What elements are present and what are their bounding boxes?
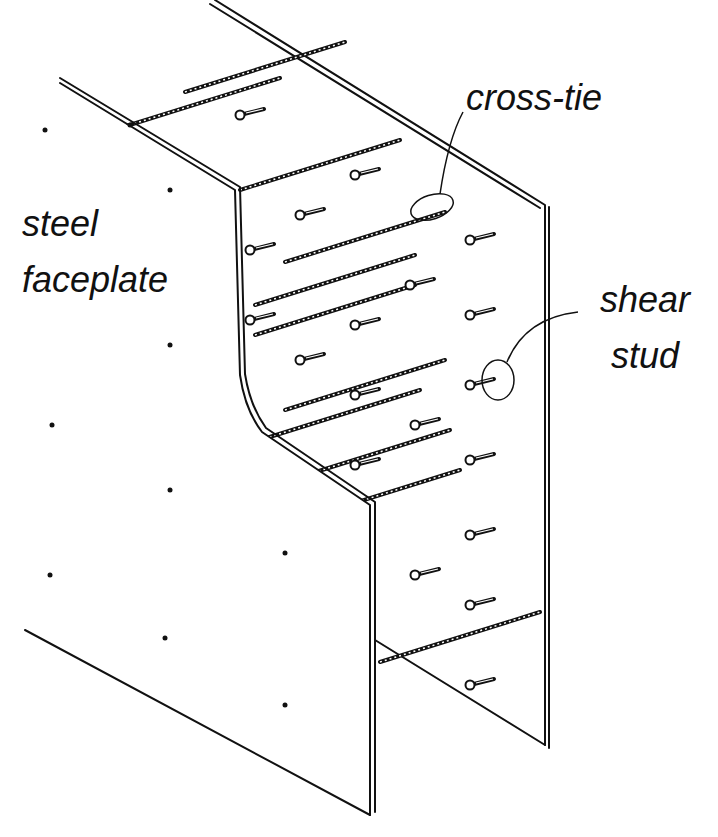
shear-stud <box>296 354 325 365</box>
shear-stud <box>351 319 380 330</box>
leader-line <box>507 312 578 362</box>
shear-stud <box>466 234 495 245</box>
shear-stud <box>351 459 380 470</box>
shear-stud <box>411 419 440 430</box>
shear-stud <box>411 569 440 580</box>
cross-tie <box>240 140 400 190</box>
shear-stud <box>351 169 380 180</box>
shear-stud <box>466 679 495 690</box>
callout-circle <box>407 189 456 225</box>
part-label: shear stud <box>578 272 712 384</box>
part-label: steel faceplate <box>22 196 217 308</box>
front-faceplate <box>20 60 370 820</box>
back-faceplate-edge <box>548 207 550 748</box>
shear-stud <box>466 529 495 540</box>
shear-stud <box>246 314 275 325</box>
part-label: cross-tie <box>466 70 666 126</box>
shear-stud <box>236 109 265 120</box>
cross-tie <box>380 612 540 662</box>
leader-line <box>440 112 463 194</box>
cross-tie <box>185 42 345 92</box>
shear-stud <box>466 454 495 465</box>
front-faceplate-edge <box>60 83 370 815</box>
shear-stud <box>351 389 380 400</box>
shear-stud <box>466 309 495 320</box>
shear-stud <box>466 599 495 610</box>
front-faceplate-edge <box>25 630 370 815</box>
shear-stud <box>406 279 435 290</box>
shear-stud <box>466 379 495 390</box>
shear-stud <box>296 209 325 220</box>
cross-tie <box>285 360 445 410</box>
front-faceplate-edge <box>60 78 375 812</box>
callout-circle <box>482 360 514 400</box>
cross-tie <box>255 285 415 335</box>
cross-tie <box>260 390 420 440</box>
cross-tie <box>255 255 415 305</box>
shear-stud <box>246 244 275 255</box>
